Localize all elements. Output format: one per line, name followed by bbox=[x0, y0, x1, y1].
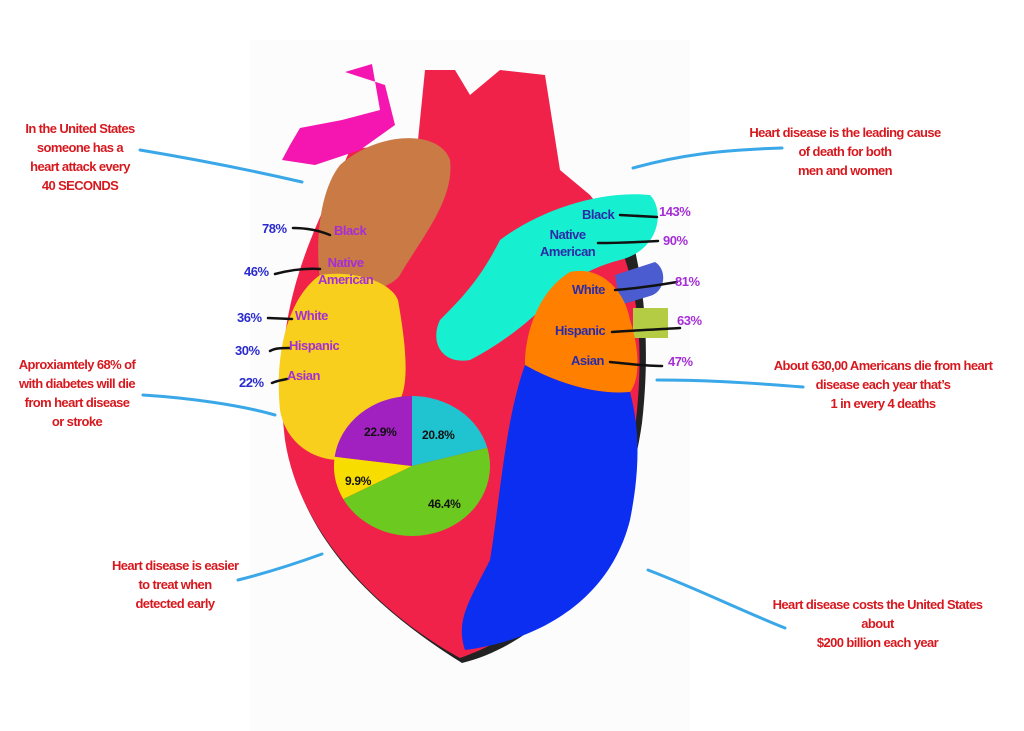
fact-line: 40 SECONDS bbox=[41, 178, 119, 193]
left-label-native-american: Native American bbox=[318, 254, 374, 288]
left-label-black: Black bbox=[334, 223, 367, 238]
fact-line: $200 billion each year bbox=[816, 635, 939, 650]
fact-line: to treat when bbox=[138, 577, 212, 592]
leader-line bbox=[273, 267, 322, 276]
leader-line bbox=[266, 316, 294, 321]
leader-line bbox=[610, 326, 682, 334]
fact-line: 1 in every 4 deaths bbox=[830, 396, 937, 411]
right-value-white: 81% bbox=[675, 274, 700, 289]
fact-line: with diabetes will die bbox=[18, 376, 136, 391]
left-value-native-american: 46% bbox=[244, 264, 269, 279]
leader-line bbox=[268, 346, 292, 353]
ventricle-blue bbox=[461, 365, 638, 650]
green-vessel bbox=[633, 308, 668, 338]
fact-line: men and women bbox=[797, 163, 893, 178]
left-value-hispanic: 30% bbox=[235, 343, 260, 358]
fact-line: Heart disease costs the United States bbox=[772, 597, 983, 612]
leader-line bbox=[608, 360, 664, 368]
fact-line: heart attack every bbox=[30, 159, 130, 174]
right-value-asian: 47% bbox=[668, 354, 693, 369]
leader-line bbox=[613, 280, 679, 292]
left-label-asian: Asian bbox=[287, 368, 320, 383]
label-line: American bbox=[318, 272, 374, 287]
pie-label: 46.4% bbox=[428, 497, 461, 511]
right-label-hispanic: Hispanic bbox=[555, 323, 606, 338]
pie-label: 20.8% bbox=[422, 428, 455, 442]
annotation-line bbox=[236, 552, 324, 582]
label-line: Native bbox=[549, 227, 587, 242]
annotation-line bbox=[631, 146, 784, 170]
left-value-white: 36% bbox=[237, 310, 262, 325]
right-value-hispanic: 63% bbox=[677, 313, 702, 328]
right-atrium-cyan bbox=[436, 194, 658, 361]
pie-slice bbox=[412, 396, 488, 466]
fact-early-detection: Heart disease is easier to treat when de… bbox=[112, 556, 239, 613]
annotation-line bbox=[141, 393, 277, 417]
pie-label: 9.9% bbox=[345, 474, 372, 488]
fact-line: Aproxiamtely 68% of bbox=[18, 357, 136, 372]
annotation-line bbox=[138, 148, 304, 184]
fact-line: In the United States bbox=[25, 121, 135, 136]
right-label-white: White bbox=[572, 282, 605, 297]
fact-heart-attack: In the United States someone has a heart… bbox=[20, 119, 140, 195]
fact-line: of death for both bbox=[798, 144, 892, 159]
label-line: Native bbox=[327, 255, 365, 270]
left-atrium-brown bbox=[318, 138, 451, 292]
right-value-native-american: 90% bbox=[663, 233, 688, 248]
fact-diabetes: Aproxiamtely 68% of with diabetes will d… bbox=[12, 355, 142, 431]
fact-line: disease each year that’s bbox=[815, 377, 951, 392]
left-value-black: 78% bbox=[262, 221, 287, 236]
left-label-hispanic: Hispanic bbox=[289, 338, 340, 353]
fact-leading-cause: Heart disease is the leading cause of de… bbox=[740, 123, 950, 180]
fact-line: Heart disease is the leading cause bbox=[749, 125, 941, 140]
pie-chart bbox=[334, 396, 491, 537]
fact-line: or stroke bbox=[51, 414, 103, 429]
blue-vessel bbox=[615, 262, 664, 305]
fact-line: detected early bbox=[135, 596, 215, 611]
fact-line: someone has a bbox=[36, 140, 124, 155]
leader-line bbox=[618, 213, 659, 219]
fact-line: about bbox=[861, 616, 894, 631]
annotation-line bbox=[655, 378, 805, 389]
fact-cost: Heart disease costs the United States ab… bbox=[765, 595, 990, 652]
right-label-black: Black bbox=[582, 207, 615, 222]
pink-vessel bbox=[282, 64, 395, 165]
leader-line bbox=[596, 239, 660, 245]
leader-line bbox=[291, 226, 332, 237]
leader-line bbox=[270, 377, 289, 385]
fact-annual-deaths: About 630,00 Americans die from heart di… bbox=[768, 356, 998, 413]
left-label-white: White bbox=[295, 308, 328, 323]
fact-line: About 630,00 Americans die from heart bbox=[773, 358, 993, 373]
pie-slice bbox=[334, 456, 412, 499]
label-line: American bbox=[540, 244, 596, 259]
pie-slice bbox=[334, 396, 412, 466]
fact-line: Heart disease is easier bbox=[112, 558, 239, 573]
annotation-line bbox=[646, 568, 787, 630]
right-label-asian: Asian bbox=[571, 353, 604, 368]
pie-slice bbox=[343, 447, 491, 537]
left-value-asian: 22% bbox=[239, 375, 264, 390]
fact-line: from heart disease bbox=[24, 395, 130, 410]
right-value-black: 143% bbox=[659, 204, 691, 219]
right-label-native-american: Native American bbox=[540, 226, 596, 260]
pie-label: 22.9% bbox=[364, 425, 397, 439]
